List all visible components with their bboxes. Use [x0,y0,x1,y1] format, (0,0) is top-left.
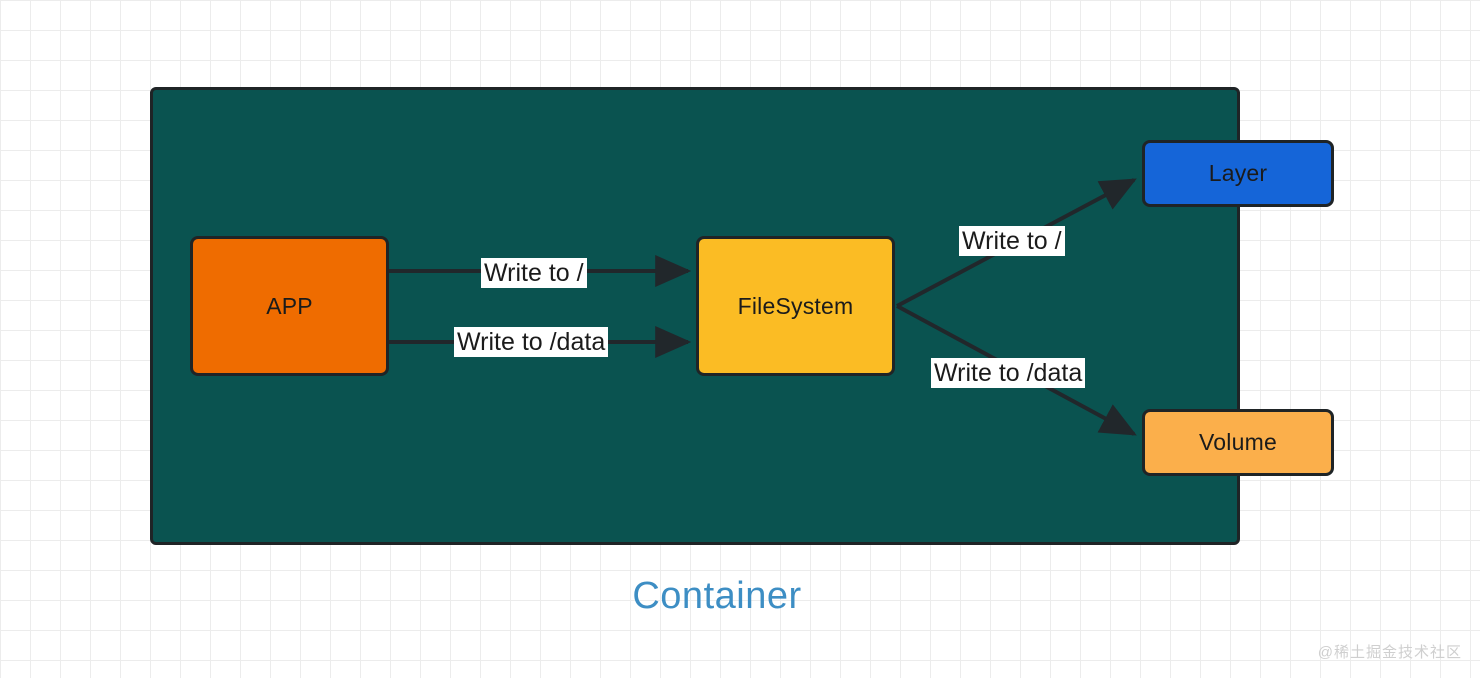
node-layer[interactable]: Layer [1142,140,1334,207]
node-app[interactable]: APP [190,236,389,376]
node-volume[interactable]: Volume [1142,409,1334,476]
edge-label-app-to-filesystem-root: Write to / [481,258,587,288]
diagram-caption: Container [0,575,1480,618]
diagram-caption-text: Container [632,575,802,617]
node-filesystem-label: FileSystem [737,292,854,319]
node-layer-label: Layer [1208,160,1268,186]
node-volume-label: Volume [1199,429,1277,455]
edge-label-filesystem-to-volume: Write to /data [931,358,1086,388]
watermark: @稀土掘金技术社区 [1317,644,1462,661]
edge-label-filesystem-to-layer: Write to / [959,226,1065,256]
edge-label-app-to-filesystem-data: Write to /data [454,327,609,357]
node-app-label: APP [266,292,313,319]
node-filesystem[interactable]: FileSystem [696,236,895,376]
